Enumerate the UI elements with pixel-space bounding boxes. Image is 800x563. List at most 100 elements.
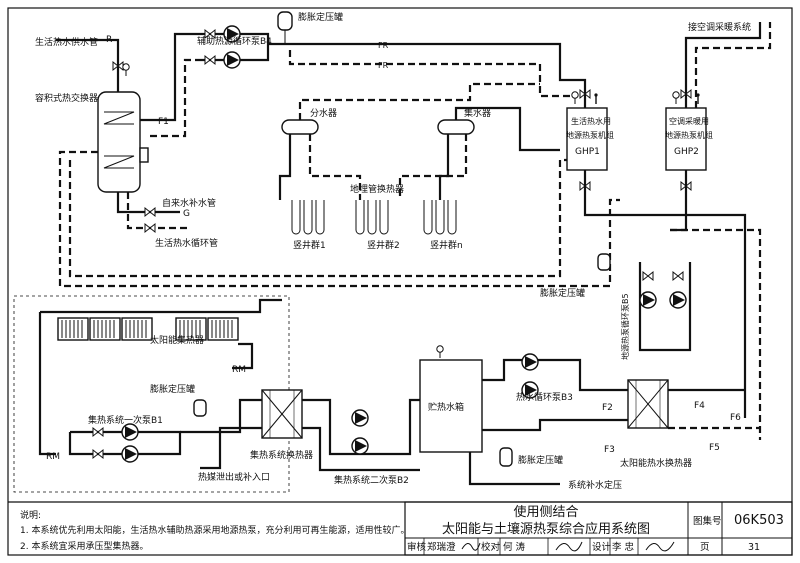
- ac-return-pipe: [694, 22, 772, 108]
- ghp1-line-a: 生活热水用: [571, 116, 611, 126]
- ground-pump-b5-a: [639, 291, 657, 309]
- tag-f6: F6: [730, 413, 741, 423]
- coll-heat-exchanger: [261, 389, 303, 439]
- b1-valve-b-icon: [92, 449, 104, 459]
- page-number: 31: [748, 542, 760, 553]
- signature-icon: [555, 541, 583, 552]
- signature-icon: [645, 541, 675, 552]
- cold-water-valve-icon: [144, 207, 156, 217]
- expansion-tank-bottom: [499, 447, 513, 467]
- b4-valve-b-icon: [204, 55, 216, 65]
- solar-collector-label: 太阳能集热器: [150, 334, 204, 346]
- check-label: 校对: [481, 541, 501, 553]
- ghp1-line-c: GHP1: [575, 147, 600, 157]
- title-line-2: 太阳能与土壤源热泵综合应用系统图: [442, 521, 650, 537]
- atlas-label: 图集号: [693, 515, 722, 527]
- ghp2-line-b: 地源热泵机组: [665, 130, 713, 140]
- aux-supply-pipe: [140, 32, 200, 122]
- ground-pump-label: 地源热泵循环泵B5: [620, 293, 630, 360]
- b5-valve-a-icon: [642, 271, 654, 281]
- hot-pump-label: 热水循环泵B3: [516, 391, 573, 403]
- domestic-supply-pipe: [56, 38, 120, 92]
- well1-label: 竖井群1: [293, 239, 326, 251]
- atlas-number: 06K503: [734, 513, 784, 528]
- title-block: [404, 501, 793, 556]
- tag-f1: F1: [158, 117, 169, 127]
- expansion-tank-left: [193, 399, 207, 417]
- signature-icon: [461, 542, 481, 551]
- page-label: 页: [700, 542, 710, 553]
- aux-return-pipe: [150, 58, 200, 138]
- ghp1-thermo-icon: [593, 92, 599, 105]
- ac-supply-pipe: [684, 22, 762, 108]
- supply-gauge-icon: [122, 63, 130, 77]
- coll-primary-pump-b1-a: [121, 423, 139, 441]
- design-name: 李 忠: [612, 541, 635, 553]
- ghp2-gauge-icon: [672, 91, 680, 105]
- dist-label: 分水器: [310, 107, 337, 119]
- cold-water-label: 自来水补水管: [162, 197, 216, 209]
- ghp2-line-a: 空调采暖用: [669, 116, 709, 126]
- solar-collector-array: [57, 317, 239, 341]
- tank-gauge-icon: [436, 345, 444, 359]
- well2-label: 竖井群2: [367, 239, 400, 251]
- circ-valve-icon: [144, 223, 156, 233]
- hot-pump-b3-a: [521, 353, 539, 371]
- tag-f2: F2: [602, 403, 613, 413]
- ghp1-gauge-icon: [571, 91, 579, 105]
- tag-r: R: [106, 35, 112, 45]
- tag-fr2: FR: [378, 61, 389, 70]
- aux-pump-b4-b: [223, 51, 241, 69]
- exp-tank-top-label: 膨胀定压罐: [298, 11, 343, 23]
- secondary-heat-loop: [58, 150, 620, 288]
- to-ac-label: 接空调采暖系统: [688, 21, 751, 33]
- coll-secondary-pump-b2-a: [351, 409, 369, 427]
- tag-f3: F3: [604, 445, 615, 455]
- tag-f5: F5: [709, 443, 720, 453]
- distributor: [281, 119, 319, 135]
- tag-rm2: RM: [46, 452, 60, 462]
- ghp2-line-c: GHP2: [674, 147, 699, 157]
- note-2: 2. 本系统宜采用承压型集热器。: [20, 540, 148, 552]
- storage-tank-label: 贮热水箱: [428, 401, 464, 413]
- expansion-tank-mid: [597, 253, 611, 271]
- coll-primary-pump-label: 集热系统一次泵B1: [88, 414, 163, 426]
- tag-g: G: [183, 209, 190, 219]
- solar-hx-label: 太阳能热水换热器: [620, 457, 692, 469]
- b5-valve-b-icon: [672, 271, 684, 281]
- tag-fr1: FR: [378, 41, 389, 50]
- storage-hx-label: 容积式热交换器: [35, 92, 98, 104]
- solar-hot-water-exchanger: [627, 379, 669, 429]
- exp-tank-mid-label: 膨胀定压罐: [540, 287, 585, 299]
- aux-pump-label: 辅助热源循环泵B4: [197, 35, 272, 47]
- hot-return-main: [288, 50, 575, 98]
- ghp1-unit: [566, 107, 608, 171]
- coll-secondary-pump-label: 集热系统二次泵B2: [334, 474, 409, 486]
- welln-label: 竖井群n: [430, 239, 463, 251]
- coll-primary-pump-b1-b: [121, 445, 139, 463]
- coll-hx-label: 集热系统换热器: [250, 449, 313, 461]
- domestic-circ-pipe: [126, 192, 190, 230]
- coll-secondary-pump-b2-b: [351, 437, 369, 455]
- storage-tank: [419, 359, 483, 453]
- ground-pump-b5-b: [669, 291, 687, 309]
- hot-supply-main: [268, 42, 587, 108]
- exp-tank-left-label: 膨胀定压罐: [150, 383, 195, 395]
- domestic-circ-label: 生活热水循环管: [155, 237, 218, 249]
- tag-f4: F4: [694, 401, 705, 411]
- ground-well-group-n: [423, 200, 457, 235]
- expansion-tank-top: [277, 11, 293, 44]
- ground-well-group-1: [291, 200, 325, 235]
- cold-water-pipe: [116, 192, 180, 214]
- ghp1-line-b: 地源热泵机组: [566, 130, 614, 140]
- drawing-frame: [7, 7, 793, 556]
- check-name: 何 涛: [503, 541, 526, 553]
- storage-heat-exchanger: [97, 91, 149, 193]
- ground-well-group-2: [355, 200, 389, 235]
- coll-label: 集水器: [464, 107, 491, 119]
- note-1: 1. 本系统优先利用太阳能，生活热水辅助热源采用地源热泵，充分利用可再生能源，适…: [20, 524, 409, 536]
- exp-tank-bottom-label: 膨胀定压罐: [518, 454, 563, 466]
- review-label: 审核: [407, 541, 427, 553]
- notes-heading: 说明:: [20, 509, 41, 521]
